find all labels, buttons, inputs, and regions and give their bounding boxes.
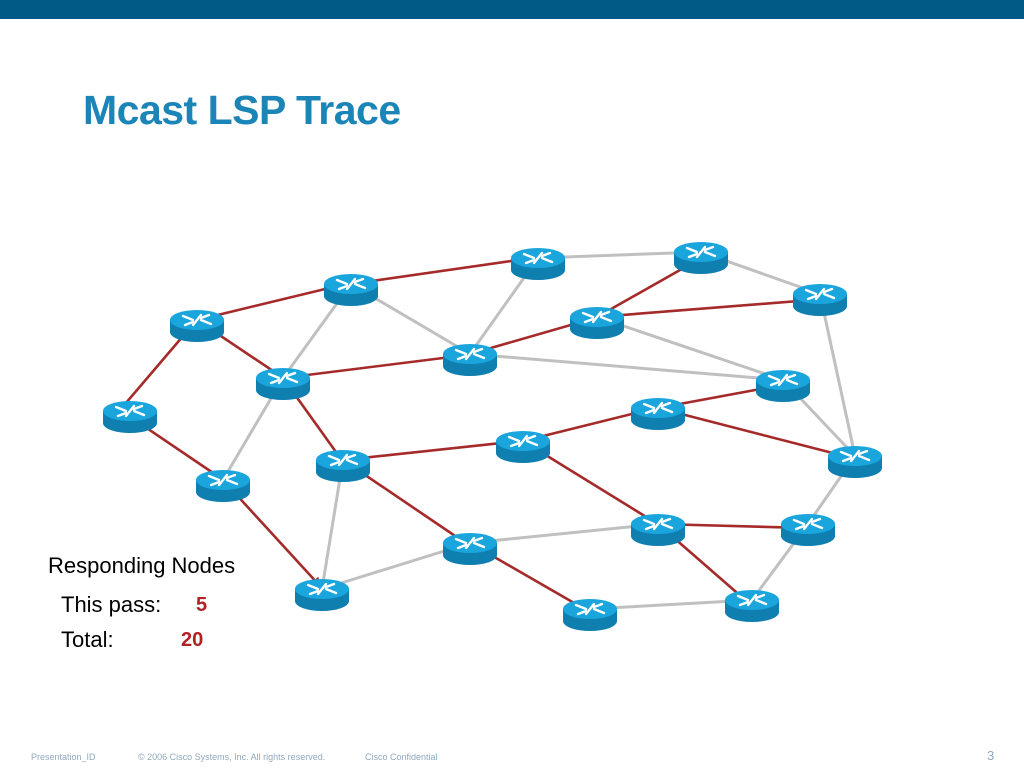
this-pass-count: 5 bbox=[196, 594, 208, 616]
router-icon bbox=[441, 531, 499, 565]
router-icon bbox=[254, 366, 312, 400]
trace-arrow bbox=[657, 406, 858, 462]
router-icon bbox=[561, 597, 619, 631]
footer-copyright: © 2006 Cisco Systems, Inc. All rights re… bbox=[138, 752, 326, 762]
legend-heading: Responding Nodes bbox=[48, 553, 236, 578]
top-bar bbox=[0, 0, 1024, 19]
network-link bbox=[537, 250, 702, 260]
network-link bbox=[818, 293, 857, 457]
this-pass-label: This pass: bbox=[61, 592, 162, 617]
router-icon bbox=[754, 368, 812, 402]
total-label: Total: bbox=[61, 627, 114, 652]
router-icon bbox=[322, 272, 380, 306]
router-icon bbox=[314, 448, 372, 482]
router-icon bbox=[629, 396, 687, 430]
router-icon bbox=[672, 240, 730, 274]
router-icon bbox=[168, 308, 226, 342]
network-link bbox=[469, 352, 784, 382]
router-icon bbox=[629, 512, 687, 546]
network-links bbox=[221, 250, 857, 611]
trace-arrow bbox=[342, 436, 522, 462]
trace-arrow bbox=[282, 351, 469, 380]
router-icon bbox=[779, 512, 837, 546]
network-link bbox=[469, 522, 659, 545]
router-icon bbox=[494, 429, 552, 463]
router-icon bbox=[826, 444, 884, 478]
router-icon bbox=[568, 305, 626, 339]
router-icon bbox=[509, 246, 567, 280]
footer-presentation-id: Presentation_ID bbox=[31, 752, 96, 762]
router-icon bbox=[194, 468, 252, 502]
router-icon bbox=[293, 577, 351, 611]
page-title: Mcast LSP Trace bbox=[83, 87, 401, 133]
network-link bbox=[596, 315, 784, 382]
router-icon bbox=[441, 342, 499, 376]
router-icon bbox=[791, 282, 849, 316]
page-number: 3 bbox=[987, 748, 995, 763]
total-count: 20 bbox=[181, 629, 204, 651]
footer-confidential: Cisco Confidential bbox=[365, 752, 438, 762]
router-icon bbox=[101, 399, 159, 433]
trace-arrow bbox=[596, 294, 826, 319]
router-icon bbox=[723, 588, 781, 622]
